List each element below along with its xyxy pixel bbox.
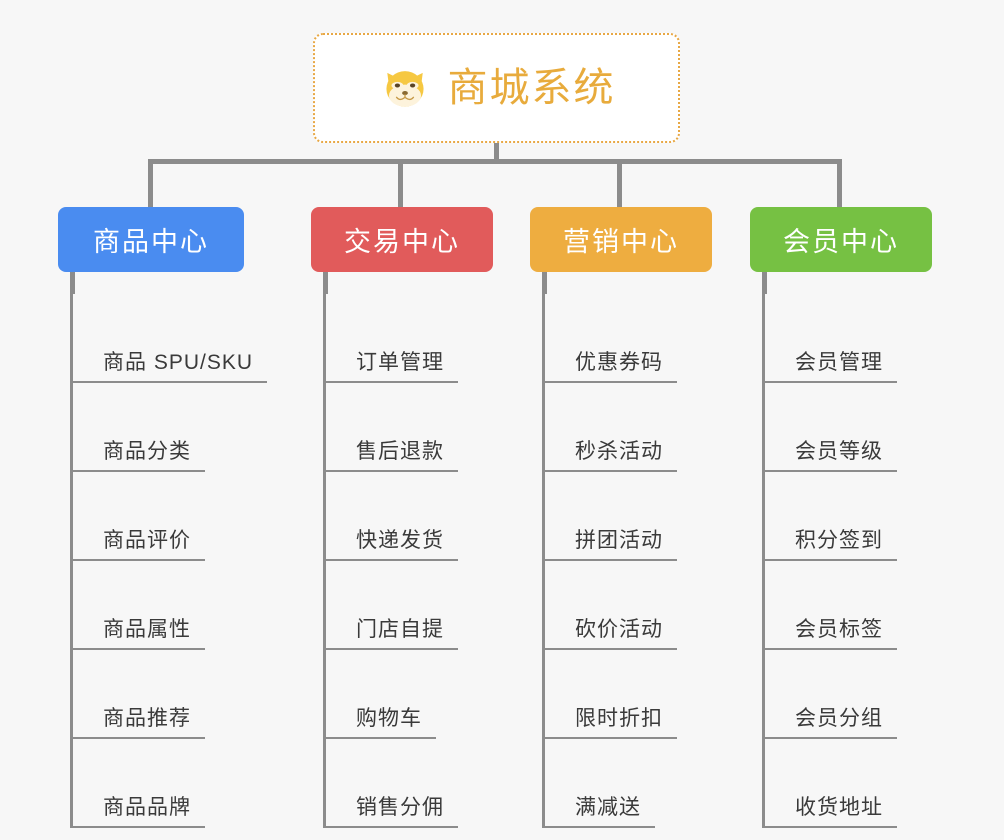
list-item[interactable]: 优惠券码 [545, 294, 712, 383]
list-item[interactable]: 会员管理 [765, 294, 932, 383]
list-item[interactable]: 商品评价 [73, 472, 267, 561]
connector-tail-branch-2 [323, 272, 328, 294]
root-title: 商城系统 [447, 66, 616, 110]
leaf-label: 收货地址 [765, 796, 897, 828]
leaf-label: 商品分类 [73, 440, 205, 472]
connector-drop-branch-3 [617, 159, 622, 207]
leaf-label: 秒杀活动 [545, 440, 677, 472]
list-item[interactable]: 会员分组 [765, 650, 932, 739]
leaf-label: 满减送 [545, 796, 655, 828]
list-item[interactable]: 商品属性 [73, 561, 267, 650]
leaf-list-4: 会员管理 会员等级 积分签到 会员标签 会员分组 收货地址 [762, 294, 932, 828]
list-item[interactable]: 会员等级 [765, 383, 932, 472]
branch-header-4[interactable]: 会员中心 [750, 207, 932, 272]
leaf-list-3: 优惠券码 秒杀活动 拼团活动 砍价活动 限时折扣 满减送 [542, 294, 712, 828]
list-item[interactable]: 商品品牌 [73, 739, 267, 828]
list-item[interactable]: 秒杀活动 [545, 383, 712, 472]
leaf-label: 砍价活动 [545, 618, 677, 650]
list-item[interactable]: 积分签到 [765, 472, 932, 561]
connector-drop-branch-2 [398, 159, 403, 207]
shiba-dog-face-icon [378, 61, 432, 115]
leaf-label: 会员等级 [765, 440, 897, 472]
leaf-label: 商品 SPU/SKU [73, 351, 268, 383]
leaf-label: 积分签到 [765, 529, 897, 561]
leaf-label: 购物车 [326, 707, 436, 739]
list-item[interactable]: 门店自提 [326, 561, 493, 650]
leaf-label: 商品推荐 [73, 707, 205, 739]
list-item[interactable]: 收货地址 [765, 739, 932, 828]
leaf-list-1: 商品 SPU/SKU 商品分类 商品评价 商品属性 商品推荐 商品品牌 [70, 294, 268, 828]
leaf-list-2: 订单管理 售后退款 快递发货 门店自提 购物车 销售分佣 [323, 294, 493, 828]
leaf-label: 售后退款 [326, 440, 458, 472]
root-node[interactable]: 商城系统 [313, 33, 680, 143]
leaf-label: 优惠券码 [545, 351, 677, 383]
leaf-label: 商品评价 [73, 529, 205, 561]
leaf-label: 商品品牌 [73, 796, 205, 828]
leaf-label: 销售分佣 [326, 796, 458, 828]
list-item[interactable]: 商品 SPU/SKU [73, 294, 268, 383]
leaf-label: 会员标签 [765, 618, 897, 650]
list-item[interactable]: 购物车 [326, 650, 493, 739]
list-item[interactable]: 订单管理 [326, 294, 493, 383]
leaf-label: 会员分组 [765, 707, 897, 739]
list-item[interactable]: 商品推荐 [73, 650, 267, 739]
connector-tail-branch-4 [762, 272, 767, 294]
list-item[interactable]: 快递发货 [326, 472, 493, 561]
connector-tail-branch-1 [70, 272, 75, 294]
leaf-label: 限时折扣 [545, 707, 677, 739]
list-item[interactable]: 销售分佣 [326, 739, 493, 828]
connector-drop-branch-4 [837, 159, 842, 207]
leaf-label: 门店自提 [326, 618, 458, 650]
branch-header-2[interactable]: 交易中心 [311, 207, 493, 272]
branch-header-1[interactable]: 商品中心 [58, 207, 244, 272]
list-item[interactable]: 商品分类 [73, 383, 267, 472]
connector-drop-branch-1 [148, 159, 153, 207]
list-item[interactable]: 拼团活动 [545, 472, 712, 561]
list-item[interactable]: 砍价活动 [545, 561, 712, 650]
connector-horizontal-bus [148, 159, 842, 164]
list-item[interactable]: 限时折扣 [545, 650, 712, 739]
leaf-label: 订单管理 [326, 351, 458, 383]
list-item[interactable]: 售后退款 [326, 383, 493, 472]
leaf-label: 拼团活动 [545, 529, 677, 561]
branch-column-4: 会员中心 会员管理 会员等级 积分签到 会员标签 会员分组 收货地址 [750, 207, 932, 828]
leaf-label: 商品属性 [73, 618, 205, 650]
leaf-label: 会员管理 [765, 351, 897, 383]
branch-column-3: 营销中心 优惠券码 秒杀活动 拼团活动 砍价活动 限时折扣 满减送 [530, 207, 712, 828]
branch-column-1: 商品中心 商品 SPU/SKU 商品分类 商品评价 商品属性 商品推荐 商品品牌 [58, 207, 268, 828]
leaf-label: 快递发货 [326, 529, 458, 561]
branch-column-2: 交易中心 订单管理 售后退款 快递发货 门店自提 购物车 销售分佣 [311, 207, 493, 828]
connector-root-stem [494, 143, 499, 162]
connector-tail-branch-3 [542, 272, 547, 294]
list-item[interactable]: 满减送 [545, 739, 712, 828]
branch-header-3[interactable]: 营销中心 [530, 207, 712, 272]
list-item[interactable]: 会员标签 [765, 561, 932, 650]
